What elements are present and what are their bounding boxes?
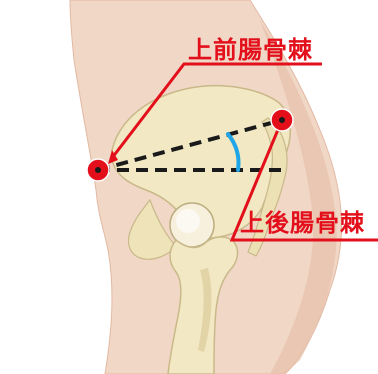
asis-label: 上前腸骨棘 (188, 38, 313, 62)
psis-marker-dot-center (279, 117, 285, 123)
femoral-head-highlight (176, 209, 200, 233)
asis-marker-dot-center (95, 167, 101, 173)
psis-label: 上後腸骨棘 (240, 211, 365, 235)
